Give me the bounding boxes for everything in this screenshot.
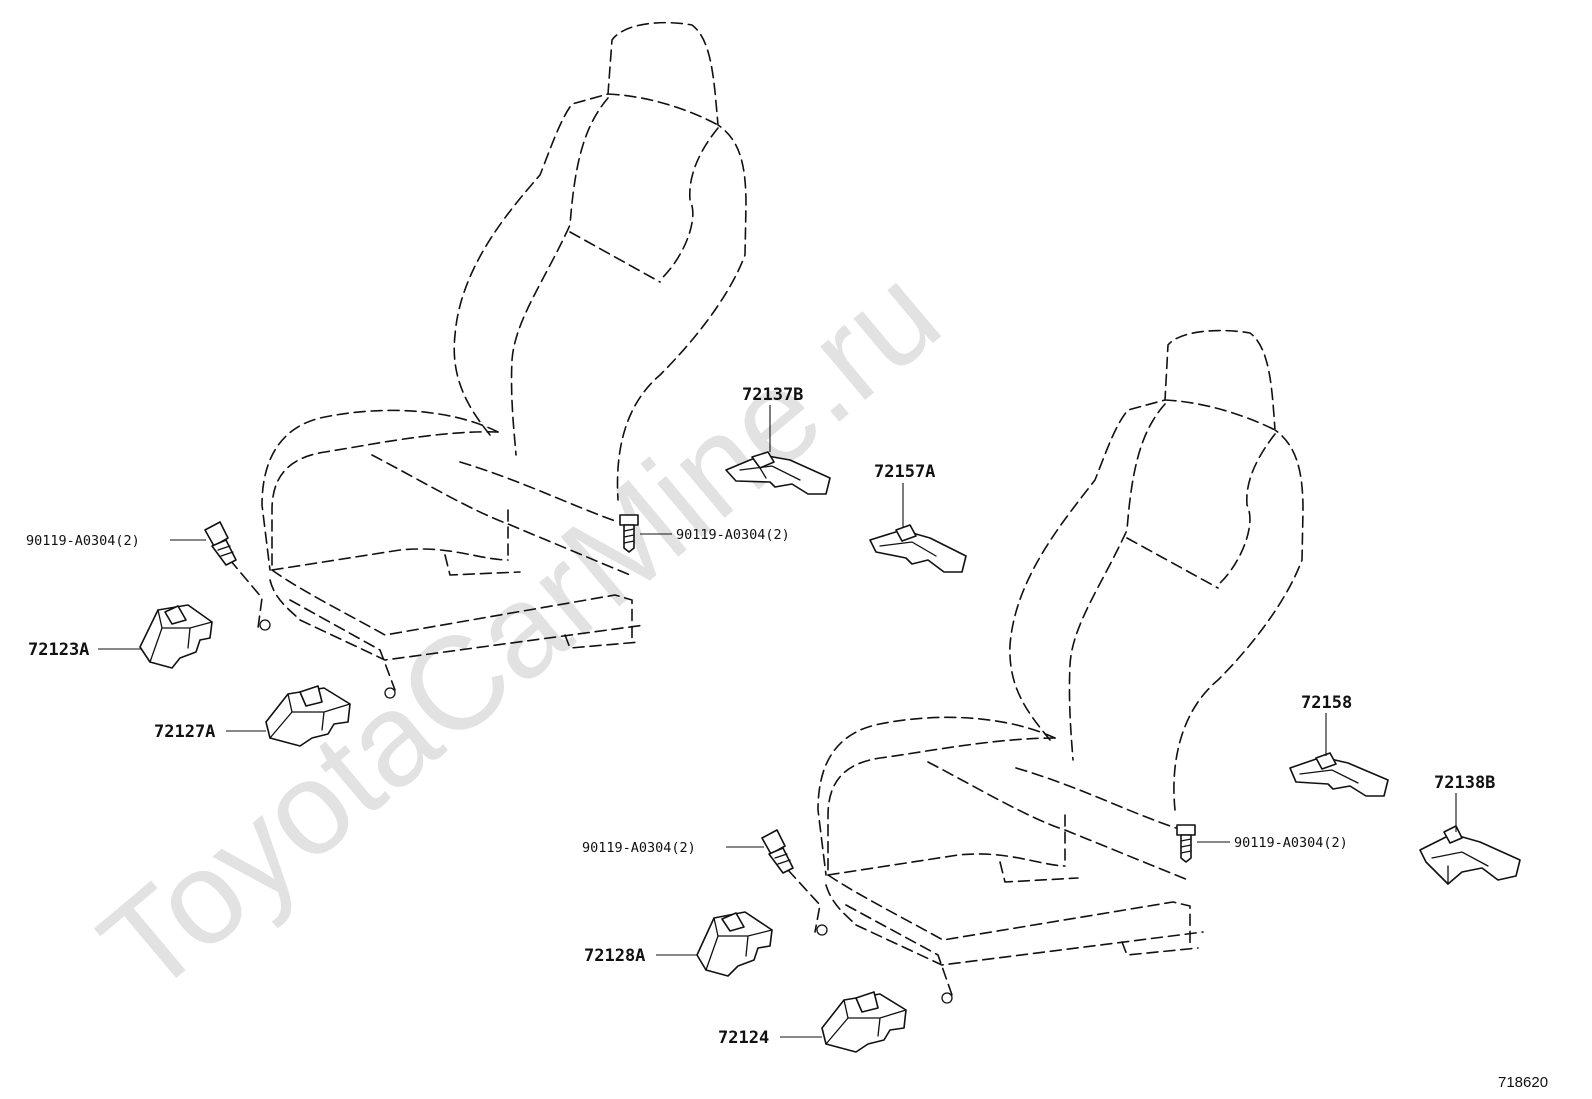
label-72137B: 72137B <box>742 385 803 405</box>
bolt-left-outer-icon <box>204 521 237 566</box>
label-72123A: 72123A <box>28 640 89 660</box>
label-bolt-right-outer: 90119-A0304(2) <box>582 840 696 856</box>
bolt-right-outer-icon <box>761 829 794 874</box>
cover-72137B-icon <box>725 451 831 495</box>
label-72124: 72124 <box>718 1028 769 1048</box>
cover-72127A-icon <box>265 685 351 747</box>
cover-72123A-icon <box>139 604 213 669</box>
label-72158: 72158 <box>1301 693 1352 713</box>
label-72138B: 72138B <box>1434 773 1495 793</box>
label-bolt-left-inner: 90119-A0304(2) <box>676 527 790 543</box>
bolt-right-inner-icon <box>1176 824 1196 863</box>
right-seat-outline <box>787 329 1304 1004</box>
label-bolt-right-inner: 90119-A0304(2) <box>1234 835 1348 851</box>
leader-lines <box>98 405 1457 1038</box>
reference-number: 718620 <box>1498 1074 1548 1091</box>
cover-72138B-icon <box>1419 825 1521 885</box>
label-72128A: 72128A <box>584 946 645 966</box>
bolt-left-inner-icon <box>619 514 639 553</box>
label-72157A: 72157A <box>874 462 935 482</box>
cover-72157A-icon <box>869 524 967 573</box>
cover-72158-icon <box>1289 752 1389 797</box>
label-bolt-left-outer: 90119-A0304(2) <box>26 533 140 549</box>
cover-72124-icon <box>821 991 907 1053</box>
label-72127A: 72127A <box>154 722 215 742</box>
cover-72128A-icon <box>696 911 773 977</box>
left-seat-outline <box>229 21 747 699</box>
